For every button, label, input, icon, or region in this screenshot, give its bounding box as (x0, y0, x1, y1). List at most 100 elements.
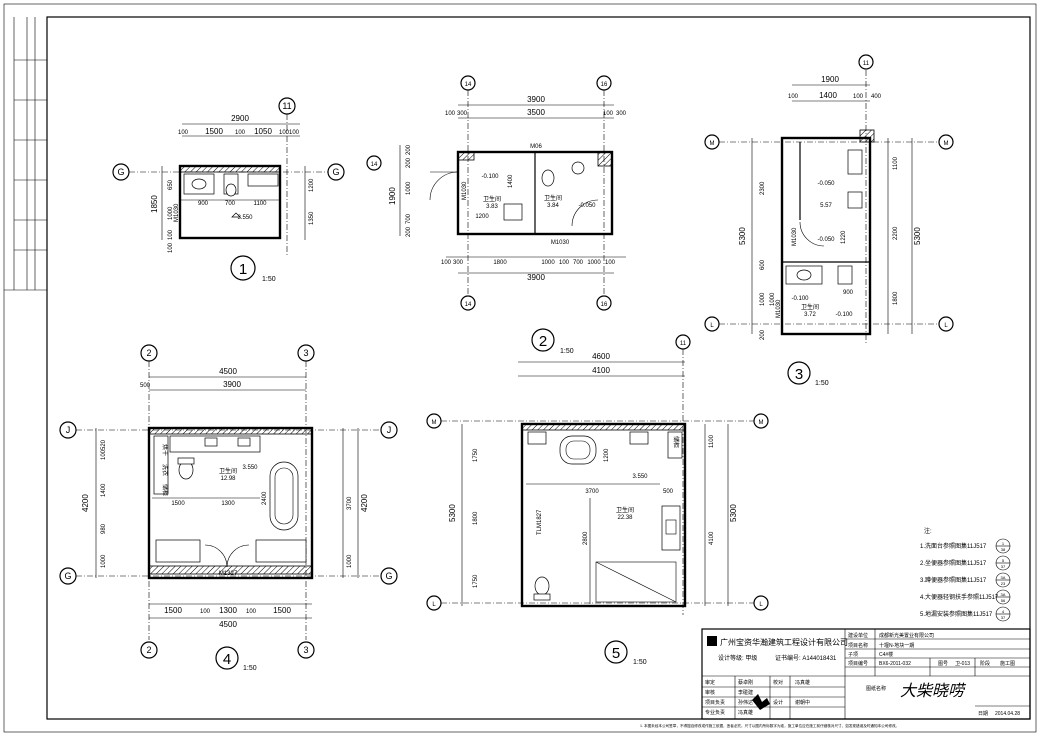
p2-basin-b (571, 161, 585, 175)
svg-text:3.蹲便器参照图集11J517: 3.蹲便器参照图集11J517 (920, 576, 987, 584)
svg-text:1400: 1400 (101, 483, 107, 497)
svg-text:孙伟达: 孙伟达 (738, 699, 753, 706)
svg-text:1:50: 1:50 (243, 665, 257, 672)
svg-text:-0.050: -0.050 (817, 237, 835, 243)
svg-text:5300: 5300 (448, 504, 457, 522)
note-item: 5.地漏安装参照图集11J517 4 37 (920, 606, 1011, 622)
svg-text:200: 200 (406, 144, 412, 155)
svg-text:3.550: 3.550 (632, 474, 648, 480)
svg-text:1500: 1500 (164, 606, 182, 615)
p4-door-swing-right (226, 544, 250, 568)
p2-index-bubble (531, 328, 555, 352)
p4-cabinet-right (255, 539, 307, 563)
svg-text:200: 200 (406, 157, 412, 168)
svg-text:M1030: M1030 (462, 181, 468, 200)
svg-text:100: 100 (178, 130, 189, 136)
svg-text:子项: 子项 (848, 651, 858, 658)
svg-text:900: 900 (198, 201, 209, 207)
svg-text:14: 14 (465, 302, 472, 308)
svg-text:1:50: 1:50 (262, 276, 276, 283)
svg-text:1000: 1000 (101, 554, 107, 568)
svg-text:5300: 5300 (729, 504, 738, 522)
svg-text:4100: 4100 (709, 531, 715, 545)
svg-text:4600: 4600 (592, 352, 610, 361)
svg-text:证书编号: A144018431: 证书编号: A144018431 (775, 654, 837, 662)
svg-text:1000: 1000 (347, 554, 353, 568)
svg-text:L: L (759, 602, 763, 608)
svg-text:2014.04.28: 2014.04.28 (995, 711, 1020, 717)
svg-text:冯真雄: 冯真雄 (795, 679, 810, 686)
p2-toilet-b (541, 169, 555, 187)
svg-text:3900: 3900 (527, 273, 545, 282)
svg-text:M1030: M1030 (776, 299, 782, 318)
svg-text:700: 700 (406, 213, 412, 224)
svg-text:G: G (332, 167, 339, 177)
svg-text:M: M (759, 420, 764, 426)
svg-text:G: G (117, 167, 124, 177)
svg-text:1900: 1900 (388, 187, 397, 205)
p4-bathtub (269, 461, 299, 531)
svg-text:1800: 1800 (493, 260, 507, 266)
svg-text:-0.100: -0.100 (791, 296, 809, 302)
p3-shower (847, 149, 863, 175)
svg-text:5300: 5300 (738, 227, 747, 245)
p1-index-bubble (230, 255, 256, 281)
p2-toilet-a (503, 203, 523, 221)
svg-text:卫生间: 卫生间 (219, 467, 237, 475)
svg-text:3.83: 3.83 (486, 204, 498, 210)
svg-text:11: 11 (680, 341, 687, 347)
svg-text:L: L (710, 323, 714, 329)
p4-axis-2-bottom-bubble (140, 641, 158, 659)
svg-text:1500: 1500 (273, 606, 291, 615)
svg-text:1.洗面台参照图集11J517: 1.洗面台参照图集11J517 (920, 542, 987, 550)
svg-text:100: 100 (289, 130, 300, 136)
p1-level: 3.550 (237, 215, 253, 221)
svg-text:1100: 1100 (709, 434, 715, 448)
svg-text:1850: 1850 (150, 195, 159, 213)
svg-text:650: 650 (168, 179, 174, 190)
svg-text:1800: 1800 (473, 511, 479, 525)
svg-text:L: L (432, 602, 436, 608)
svg-text:700: 700 (573, 260, 584, 266)
svg-text:图号: 图号 (938, 661, 948, 667)
svg-text:1000: 1000 (760, 292, 766, 306)
svg-text:十堰N-地块一期: 十堰N-地块一期 (879, 642, 914, 649)
svg-text:TLM1827: TLM1827 (537, 509, 543, 535)
svg-text:储柜: 储柜 (672, 436, 680, 448)
p3-axis-l-right-bubble (938, 316, 954, 332)
p2-axis-side-bubble (366, 155, 382, 171)
svg-text:4200: 4200 (81, 494, 90, 512)
outer-frame (3, 3, 1037, 733)
svg-text:3.84: 3.84 (547, 203, 559, 209)
svg-text:2400: 2400 (262, 491, 268, 505)
svg-text:100520: 100520 (101, 439, 107, 460)
footnote: 1. 本图未经本公司签章，不得擅自修改或作施工依据，违者必究。尺寸以图内所标数字… (640, 723, 899, 728)
svg-text:M1030: M1030 (792, 227, 798, 246)
p3-index-bubble (787, 361, 811, 385)
svg-text:38: 38 (1001, 547, 1006, 552)
svg-text:储柜: 储柜 (161, 484, 169, 496)
plan-1: 2900 100 1500 100 1050 100 100 11 G G 90… (112, 97, 345, 283)
p2-axis-right-bottom-bubble (596, 295, 612, 311)
svg-text:2: 2 (539, 333, 547, 350)
p4-cabinet-left (155, 539, 201, 563)
svg-text:1050: 1050 (254, 127, 272, 136)
p5-bathtub (559, 435, 597, 465)
svg-text:1200: 1200 (604, 448, 610, 462)
svg-text:G: G (385, 571, 392, 581)
svg-text:2200: 2200 (893, 226, 899, 240)
p4-door-swing-left (204, 544, 228, 568)
svg-text:1:50: 1:50 (815, 380, 829, 387)
note-item: 1.洗面台参照图集11J517 1 38 (920, 538, 1011, 554)
svg-text:5.57: 5.57 (820, 203, 832, 209)
svg-text:建设单位: 建设单位 (848, 632, 868, 639)
plan-4: 2 3 4500 500 3900 J J G G 烘干 洗衣 储柜 卫生间 (59, 344, 398, 672)
svg-text:卫生间: 卫生间 (544, 194, 562, 202)
svg-text:400: 400 (871, 94, 882, 100)
svg-text:37: 37 (1001, 615, 1006, 620)
p5-storage (667, 431, 683, 459)
svg-text:14: 14 (465, 82, 472, 88)
svg-text:3700: 3700 (585, 489, 599, 495)
p4-storage-column (153, 435, 169, 495)
svg-text:项目名称: 项目名称 (848, 642, 868, 649)
